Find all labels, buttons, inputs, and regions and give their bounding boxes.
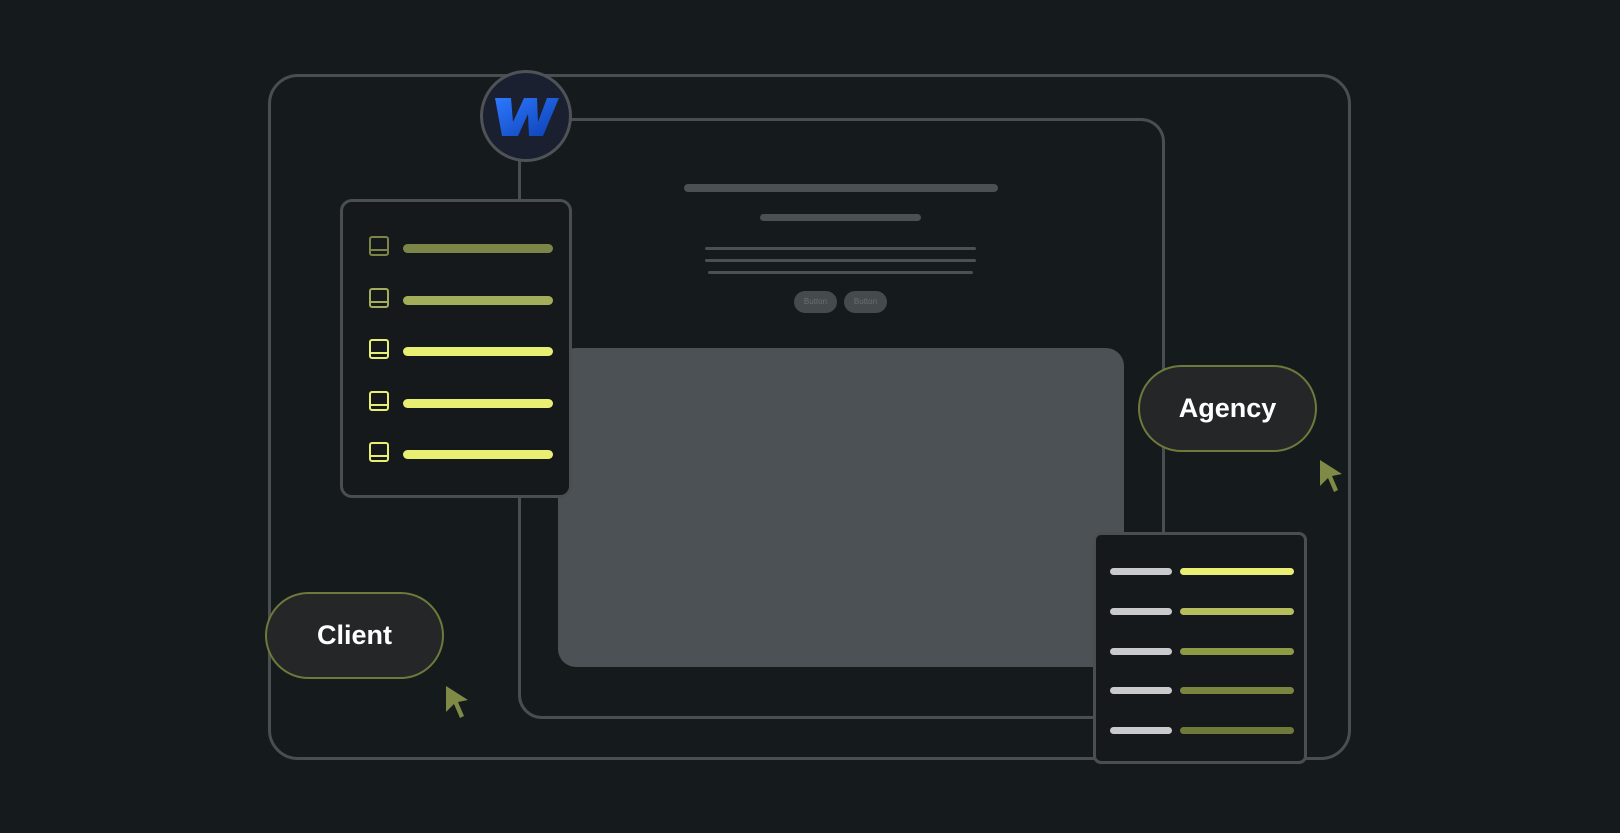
table-row-key bbox=[1110, 568, 1172, 575]
table-row bbox=[1110, 568, 1294, 576]
cursor-arrow-icon bbox=[1320, 460, 1342, 492]
list-item-bar bbox=[403, 347, 553, 356]
mockup-button-secondary[interactable]: Button bbox=[844, 291, 887, 313]
mockup-text-line bbox=[705, 259, 976, 262]
table-row bbox=[1110, 648, 1294, 656]
table-row bbox=[1110, 687, 1294, 695]
table-row-key bbox=[1110, 608, 1172, 615]
webflow-logo bbox=[480, 70, 572, 162]
list-item-bar bbox=[403, 450, 553, 459]
book-icon bbox=[369, 339, 389, 359]
connector-line bbox=[518, 160, 521, 200]
table-row-value bbox=[1180, 648, 1294, 655]
mockup-heading-line bbox=[684, 184, 998, 192]
table-row bbox=[1110, 608, 1294, 616]
table-row bbox=[1110, 727, 1294, 735]
table-row-key bbox=[1110, 648, 1172, 655]
cms-list-card bbox=[340, 199, 572, 498]
table-row-value bbox=[1180, 727, 1294, 734]
mockup-text-line bbox=[705, 247, 976, 250]
outer-frame bbox=[268, 74, 1351, 760]
mockup-hero-image bbox=[558, 348, 1124, 667]
mockup-button-primary[interactable]: Button bbox=[794, 291, 837, 313]
cursor-arrow-icon bbox=[446, 686, 468, 718]
list-item bbox=[368, 441, 558, 465]
book-icon bbox=[369, 236, 389, 256]
list-item-bar bbox=[403, 296, 553, 305]
table-row-value bbox=[1180, 608, 1294, 615]
book-icon bbox=[369, 288, 389, 308]
book-icon bbox=[369, 391, 389, 411]
client-label: Client bbox=[265, 592, 444, 679]
list-item bbox=[368, 338, 558, 362]
book-icon bbox=[369, 442, 389, 462]
mockup-subheading-line bbox=[760, 214, 921, 221]
list-item bbox=[368, 235, 558, 259]
list-item-bar bbox=[403, 399, 553, 408]
webflow-logo-icon bbox=[495, 98, 559, 136]
list-item bbox=[368, 390, 558, 414]
table-row-key bbox=[1110, 727, 1172, 734]
table-row-value bbox=[1180, 687, 1294, 694]
agency-label: Agency bbox=[1138, 365, 1317, 452]
table-row-key bbox=[1110, 687, 1172, 694]
data-table-card bbox=[1093, 532, 1307, 764]
mockup-text-line bbox=[708, 271, 973, 274]
table-row-value bbox=[1180, 568, 1294, 575]
list-item bbox=[368, 287, 558, 311]
list-item-bar bbox=[403, 244, 553, 253]
